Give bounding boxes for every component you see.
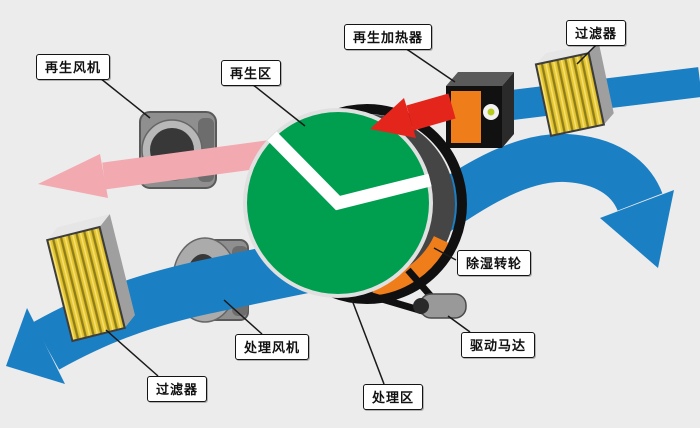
leader-line-regen-heater xyxy=(404,47,456,83)
process-air-outlet-arrowhead xyxy=(600,190,674,268)
regen-filter xyxy=(534,41,614,138)
regen-filter-side xyxy=(588,41,614,125)
label-filter-top: 过滤器 xyxy=(566,20,627,46)
heater-indicator-light xyxy=(487,108,495,116)
hot-air-arrowhead xyxy=(370,98,416,138)
regen-filter-pleats xyxy=(534,52,606,138)
label-process-fan: 处理风机 xyxy=(235,334,310,360)
label-regen-fan: 再生风机 xyxy=(36,54,111,80)
process-air-inlet-tail xyxy=(6,308,65,384)
process-filter-top-edge xyxy=(47,214,110,241)
wheel-sector-divider xyxy=(267,131,432,211)
desiccant-wheel xyxy=(243,104,467,319)
label-process-zone: 处理区 xyxy=(363,384,424,410)
regen-filter-top-edge xyxy=(535,41,599,65)
process-filter-side xyxy=(99,214,135,328)
hot-air-band xyxy=(406,93,456,131)
label-dehumidifier-wheel: 除湿转轮 xyxy=(457,250,532,276)
drive-motor xyxy=(413,293,467,319)
heater-top-face xyxy=(446,72,514,86)
label-drive-motor: 驱动马达 xyxy=(461,332,536,358)
heater-side-face xyxy=(502,72,514,148)
process-filter-pleats xyxy=(46,225,126,343)
regeneration-heater xyxy=(446,72,514,148)
leader-line-process-zone xyxy=(351,299,385,385)
hot-air-arrow xyxy=(370,93,456,138)
leader-line-filter-top xyxy=(576,43,598,65)
label-filter-bottom: 过滤器 xyxy=(147,376,208,402)
leader-line-filter-bottom xyxy=(105,329,159,377)
motor-pulley xyxy=(413,298,429,314)
leader-line-process-fan xyxy=(223,299,263,335)
process-filter xyxy=(46,214,135,343)
leader-line-motor xyxy=(447,315,471,333)
leader-lines xyxy=(99,43,598,385)
leader-line-regen-fan xyxy=(99,77,151,119)
leader-line-wheel xyxy=(433,247,457,261)
label-regen-zone: 再生区 xyxy=(221,60,282,86)
leader-line-regen-zone xyxy=(251,83,306,127)
heater-element xyxy=(451,91,481,143)
regen-exhaust-arrowhead xyxy=(38,154,108,198)
label-regen-heater: 再生加热器 xyxy=(344,24,433,50)
